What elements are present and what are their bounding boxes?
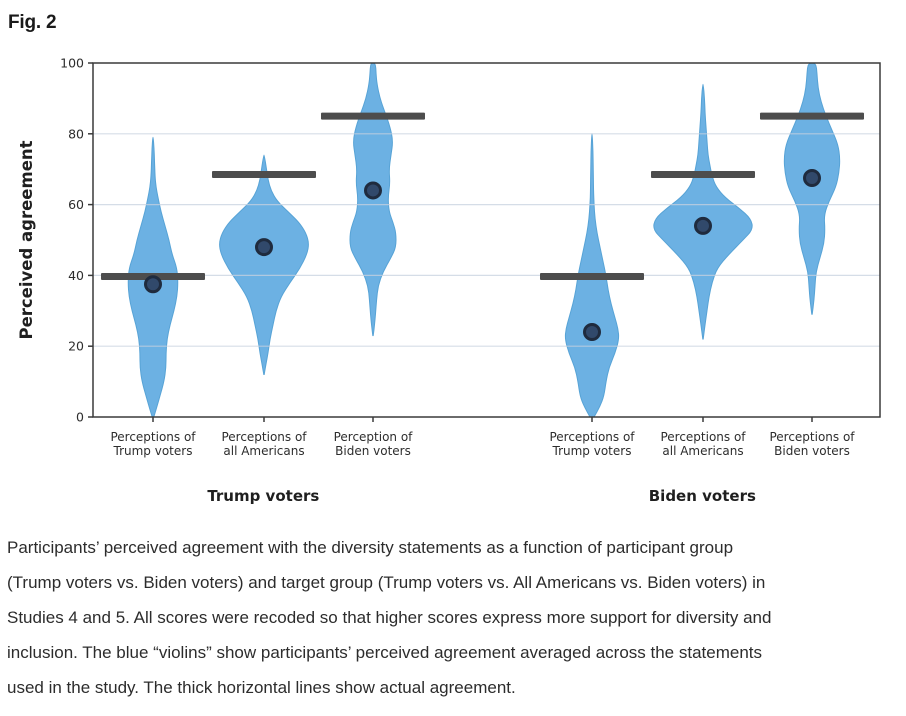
caption-line: used in the study. The thick horizontal …: [7, 678, 516, 697]
caption-line: (Trump voters vs. Biden voters) and targ…: [7, 573, 766, 592]
caption-line: inclusion. The blue “violins” show parti…: [7, 643, 763, 662]
caption-line: Studies 4 and 5. All scores were recoded…: [7, 608, 772, 627]
group-label: Trump voters: [207, 487, 319, 505]
y-tick-label: 80: [68, 126, 84, 141]
figure-caption: Participants’ perceived agreement with t…: [7, 530, 903, 705]
y-tick-label: 20: [68, 339, 84, 354]
actual-agreement-bar: [651, 171, 755, 179]
x-tick-label: Trump voters: [113, 444, 193, 458]
x-tick-label: Perceptions of: [660, 430, 746, 444]
plot-frame: [92, 62, 881, 418]
x-tick-label: Perception of: [334, 430, 414, 444]
x-tick-label: Biden voters: [335, 444, 411, 458]
y-tick-label: 60: [68, 197, 84, 212]
actual-agreement-bar: [760, 112, 864, 120]
x-tick-label: Perceptions of: [549, 430, 635, 444]
mean-dot: [255, 238, 273, 257]
violin-shape: [783, 62, 841, 315]
y-tick-label: 40: [68, 268, 84, 283]
y-tick-label: 0: [76, 410, 84, 425]
y-axis-label: Perceived agreement: [17, 140, 36, 339]
mean-dot: [144, 275, 162, 294]
x-tick-label: Perceptions of: [769, 430, 855, 444]
x-tick-label: all Americans: [223, 444, 304, 458]
x-tick-label: Trump voters: [552, 444, 632, 458]
mean-dot: [694, 216, 712, 235]
actual-agreement-bar: [212, 171, 316, 179]
mean-dot: [583, 323, 601, 342]
violin-shape: [653, 83, 753, 340]
violin-shape: [219, 154, 309, 375]
mean-dot: [803, 169, 821, 188]
x-tick-label: all Americans: [662, 444, 743, 458]
y-tick-label: 100: [60, 56, 84, 71]
actual-agreement-bar: [540, 272, 644, 280]
x-tick-label: Perceptions of: [221, 430, 307, 444]
actual-agreement-bar: [321, 112, 425, 120]
mean-dot: [364, 181, 382, 200]
x-tick-label: Biden voters: [774, 444, 850, 458]
x-tick-label: Perceptions of: [110, 430, 196, 444]
caption-line: Participants’ perceived agreement with t…: [7, 538, 734, 557]
group-label: Biden voters: [649, 487, 756, 505]
figure-label: Fig. 2: [8, 12, 57, 33]
